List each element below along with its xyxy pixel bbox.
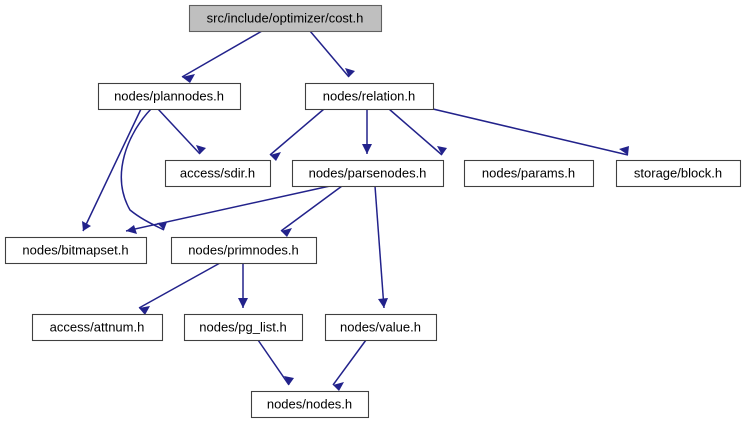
edge-line (374, 185, 385, 309)
edge-line (257, 339, 290, 386)
edge-line (125, 185, 331, 232)
node-label: access/attnum.h (50, 319, 145, 334)
arrowhead-icon (182, 74, 195, 83)
edges-layer (82, 30, 629, 391)
node-cost[interactable]: src/include/optimizer/cost.h (188, 4, 383, 33)
arrowhead-icon (333, 382, 344, 391)
arrowhead-icon (437, 146, 447, 155)
arrowhead-icon (139, 306, 150, 315)
edge-relation-to-block (415, 104, 629, 156)
edge-line (181, 30, 263, 78)
edge-cost-to-relation (309, 30, 355, 78)
edge-line (415, 104, 629, 156)
node-box[interactable] (250, 390, 370, 419)
node-label: nodes/relation.h (323, 88, 416, 103)
node-value[interactable]: nodes/value.h (324, 313, 438, 342)
edge-plannodes-to-sdir (157, 108, 206, 155)
node-primnodes[interactable]: nodes/primnodes.h (170, 236, 318, 265)
node-params[interactable]: nodes/params.h (463, 159, 595, 188)
node-label: nodes/plannodes.h (114, 88, 224, 103)
node-plannodes[interactable]: nodes/plannodes.h (97, 82, 242, 111)
edge-line (138, 262, 221, 309)
edge-relation-to-parsenodes (362, 109, 372, 154)
node-bitmapset[interactable]: nodes/bitmapset.h (4, 236, 148, 265)
node-box[interactable] (31, 313, 164, 342)
node-label: src/include/optimizer/cost.h (207, 10, 364, 25)
arrowhead-icon (378, 298, 388, 308)
node-sdir[interactable]: access/sdir.h (164, 159, 272, 188)
node-box[interactable] (324, 313, 438, 342)
node-box[interactable] (291, 159, 445, 188)
node-box[interactable] (615, 159, 742, 188)
arrowhead-icon (345, 68, 355, 77)
arrowhead-icon (281, 228, 292, 237)
node-label: nodes/primnodes.h (188, 242, 299, 257)
node-box[interactable] (304, 82, 435, 111)
arrowhead-icon (619, 146, 629, 155)
node-box[interactable] (170, 236, 318, 265)
arrowhead-icon (196, 145, 206, 154)
edge-line (388, 108, 443, 156)
edge-line (309, 30, 350, 78)
edge-line (157, 108, 201, 155)
edge-value-to-nodes (332, 339, 367, 391)
node-attnum[interactable]: access/attnum.h (31, 313, 164, 342)
node-box[interactable] (4, 236, 148, 265)
node-box[interactable] (164, 159, 272, 188)
edge-plannodes-to-primnodes (120, 108, 167, 231)
node-box[interactable] (188, 4, 383, 33)
arrowhead-icon (284, 376, 294, 385)
edge-pg_list-to-nodes (257, 339, 294, 386)
node-label: nodes/params.h (482, 165, 575, 180)
edge-primnodes-to-pg_list (238, 263, 248, 308)
node-relation[interactable]: nodes/relation.h (304, 82, 435, 111)
edge-plannodes-to-bitmapset (82, 108, 142, 232)
node-parsenodes[interactable]: nodes/parsenodes.h (291, 159, 445, 188)
edge-relation-to-sdir (269, 108, 325, 161)
node-label: nodes/value.h (340, 319, 421, 334)
node-label: storage/block.h (634, 165, 722, 180)
nodes-layer: src/include/optimizer/cost.h nodes/planno… (4, 4, 742, 419)
arrowhead-icon (82, 221, 91, 231)
node-label: nodes/parsenodes.h (309, 165, 427, 180)
edge-relation-to-params (388, 108, 447, 156)
node-label: nodes/bitmapset.h (22, 242, 128, 257)
edge-line (82, 108, 142, 232)
arrowhead-icon (270, 152, 281, 161)
node-pg_list[interactable]: nodes/pg_list.h (183, 313, 304, 342)
edge-line (120, 108, 165, 231)
edge-primnodes-to-attnum (138, 262, 221, 315)
edge-line (280, 185, 343, 232)
edge-line (332, 339, 367, 386)
node-nodes[interactable]: nodes/nodes.h (250, 390, 370, 419)
edge-parsenodes-to-primnodes (280, 185, 343, 237)
edge-parsenodes-to-bitmapset (125, 185, 331, 234)
arrowhead-icon (238, 298, 248, 308)
arrowhead-icon (126, 225, 137, 234)
node-block[interactable]: storage/block.h (615, 159, 742, 188)
edge-line (269, 108, 325, 156)
node-box[interactable] (183, 313, 304, 342)
node-box[interactable] (97, 82, 242, 111)
edge-parsenodes-to-value (374, 185, 388, 309)
arrowhead-icon (362, 144, 372, 154)
node-label: nodes/nodes.h (267, 396, 352, 411)
edge-cost-to-plannodes (181, 30, 263, 83)
node-label: access/sdir.h (180, 165, 255, 180)
node-label: nodes/pg_list.h (199, 319, 286, 334)
node-box[interactable] (463, 159, 595, 188)
